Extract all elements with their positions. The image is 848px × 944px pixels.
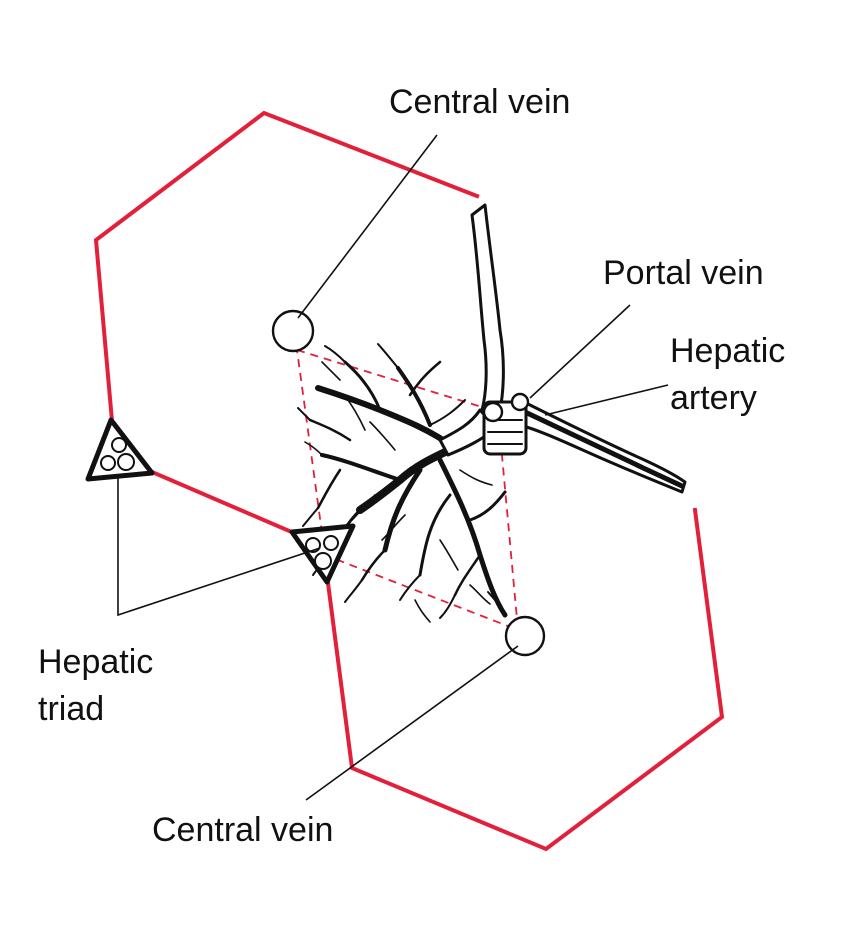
hepatic-triad-label-line2: triad: [38, 690, 104, 728]
hepatic-artery-label-line1: Hepatic: [670, 332, 785, 370]
hepatic-triad-leader: [117, 475, 321, 617]
portal-vessel-trunk: [438, 203, 687, 494]
central-vein-top-leader: [297, 134, 438, 319]
central-vein-bottom-leader: [305, 645, 519, 801]
lower-lobule-outline: [325, 507, 725, 852]
hepatic-triad-center-icon: [289, 523, 356, 585]
vascular-branching-tree: [297, 343, 508, 623]
central-vein-top-icon: [271, 309, 315, 353]
acinus-dashed-outline: [295, 348, 520, 632]
hepatic-triad-label-line1: Hepatic: [38, 643, 153, 681]
upper-lobule-lower-edge: [149, 469, 297, 536]
central-vein-top-label: Central vein: [389, 83, 570, 121]
portal-vein-leader: [529, 304, 631, 399]
hepatic-triad-left-icon: [85, 417, 155, 482]
portal-vein-label: Portal vein: [603, 254, 764, 292]
hepatic-artery-leader: [544, 384, 669, 416]
central-vein-bottom-label: Central vein: [152, 811, 333, 849]
central-vein-bottom-icon: [504, 615, 546, 657]
hepatic-artery-label-line2: artery: [670, 379, 757, 417]
upper-lobule-outline: [93, 110, 480, 424]
